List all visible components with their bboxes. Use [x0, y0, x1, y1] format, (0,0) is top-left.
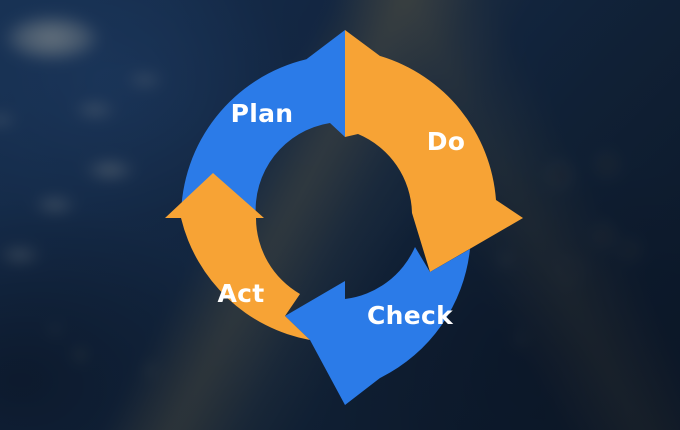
segment-act[interactable]: Act: [165, 173, 310, 340]
plan-arrow-shape: [180, 30, 345, 218]
segment-check[interactable]: Check: [285, 247, 470, 405]
act-label: Act: [217, 279, 264, 308]
segment-do[interactable]: Do: [345, 30, 523, 272]
plan-label: Plan: [231, 99, 294, 128]
do-arrow-shape: [345, 30, 523, 272]
do-label: Do: [427, 127, 466, 156]
act-arrow-shape: [165, 173, 310, 340]
check-arrow-shape: [285, 247, 470, 405]
segment-plan[interactable]: Plan: [180, 30, 345, 218]
check-label: Check: [367, 301, 454, 330]
